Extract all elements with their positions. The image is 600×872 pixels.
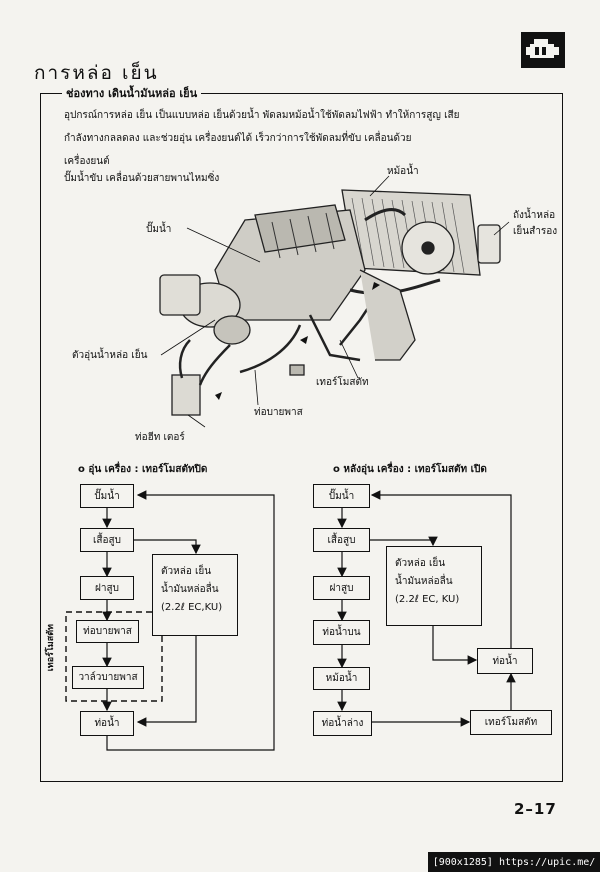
label-radiator: หม้อน้ำ [387,166,419,177]
left-box-oil-cooler: ตัวหล่อ เย็น น้ำมันหล่อลื่น (2.2ℓ EC,KU) [152,554,238,636]
content-frame [40,93,563,782]
oil-cooler-line: ตัวหล่อ เย็น [395,558,446,569]
flow-right-heading: o หลังอุ่น เครื่อง : เทอร์โมสตัท เปิด [333,464,487,475]
right-box-water-pipe: ท่อน้ำ [477,648,533,674]
left-box-cylinder-block: เสื้อสูบ [80,528,134,552]
left-box-water-pipe: ท่อน้ำ [80,711,134,736]
oil-cooler-line: น้ำมันหล่อลื่น [161,584,219,595]
intro-line: อุปกรณ์การหล่อ เย็น เป็นแบบหล่อ เย็นด้วย… [64,110,460,121]
right-box-water-pump: ปั๊มน้ำ [313,484,370,508]
intro-text: อุปกรณ์การหล่อ เย็น เป็นแบบหล่อ เย็นด้วย… [64,104,544,185]
page-number: 2–17 [514,800,557,818]
left-box-cylinder-head: ฝาสูบ [80,576,134,600]
left-box-bypass-pipe: ท่อบายพาส [76,620,139,643]
oil-cooler-line: ตัวหล่อ เย็น [161,566,212,577]
label-heater-pipe: ท่อฮีท เตอร์ [135,432,185,443]
thermostat-vertical-label: เทอร์โมสตัท [46,624,56,672]
section-title: ช่องทาง เดินน้ำมันหล่อ เย็น [62,84,202,102]
oil-cooler-line: น้ำมันหล่อลื่น [395,576,453,587]
image-host-footer: [900x1285] https://upic.me/ [428,852,600,872]
right-box-thermostat: เทอร์โมสตัท [470,710,552,735]
left-box-water-pump: ปั๊มน้ำ [80,484,134,508]
right-box-cylinder-head: ฝาสูบ [313,576,370,600]
label-bypass-pipe: ท่อบายพาส [254,407,303,418]
page-title: การหล่อ เย็น [34,62,159,84]
label-coolant-heater: ตัวอุ่นน้ำหล่อ เย็น [72,350,148,361]
label-thermostat: เทอร์โมสตัท [316,377,369,388]
right-box-cylinder-block: เสื้อสูบ [313,528,370,552]
flow-left-heading: o อุ่น เครื่อง : เทอร์โมสตัทปิด [78,464,208,475]
right-box-radiator: หม้อน้ำ [313,667,370,690]
oil-cooler-line: (2.2ℓ EC, KU) [395,594,460,605]
right-box-oil-cooler: ตัวหล่อ เย็น น้ำมันหล่อลื่น (2.2ℓ EC, KU… [386,546,482,626]
engine-diagram-labels: หม้อน้ำ ถังน้ำหล่อ เย็นสำรอง ปั๊มน้ำ ตัว… [40,160,563,450]
engine-icon [521,32,565,68]
label-reserve-tank: ถังน้ำหล่อ [513,210,556,221]
label-reserve-tank: เย็นสำรอง [513,226,558,237]
intro-line: กำลังทางกลลดลง และช่วยอุ่น เครื่องยนต์ได… [64,133,412,144]
right-box-upper-pipe: ท่อน้ำบน [313,620,370,645]
intro-line: ปั๊มน้ำขับ เคลื่อนด้วยสายพานไหมซิ่ง [64,173,220,184]
left-box-bypass-valve: วาล์วบายพาส [72,666,144,689]
oil-cooler-line: (2.2ℓ EC,KU) [161,602,223,613]
label-water-pump: ปั๊มน้ำ [146,224,172,235]
intro-line: เครื่องยนต์ [64,156,110,167]
right-box-lower-pipe: ท่อน้ำล่าง [313,711,372,736]
